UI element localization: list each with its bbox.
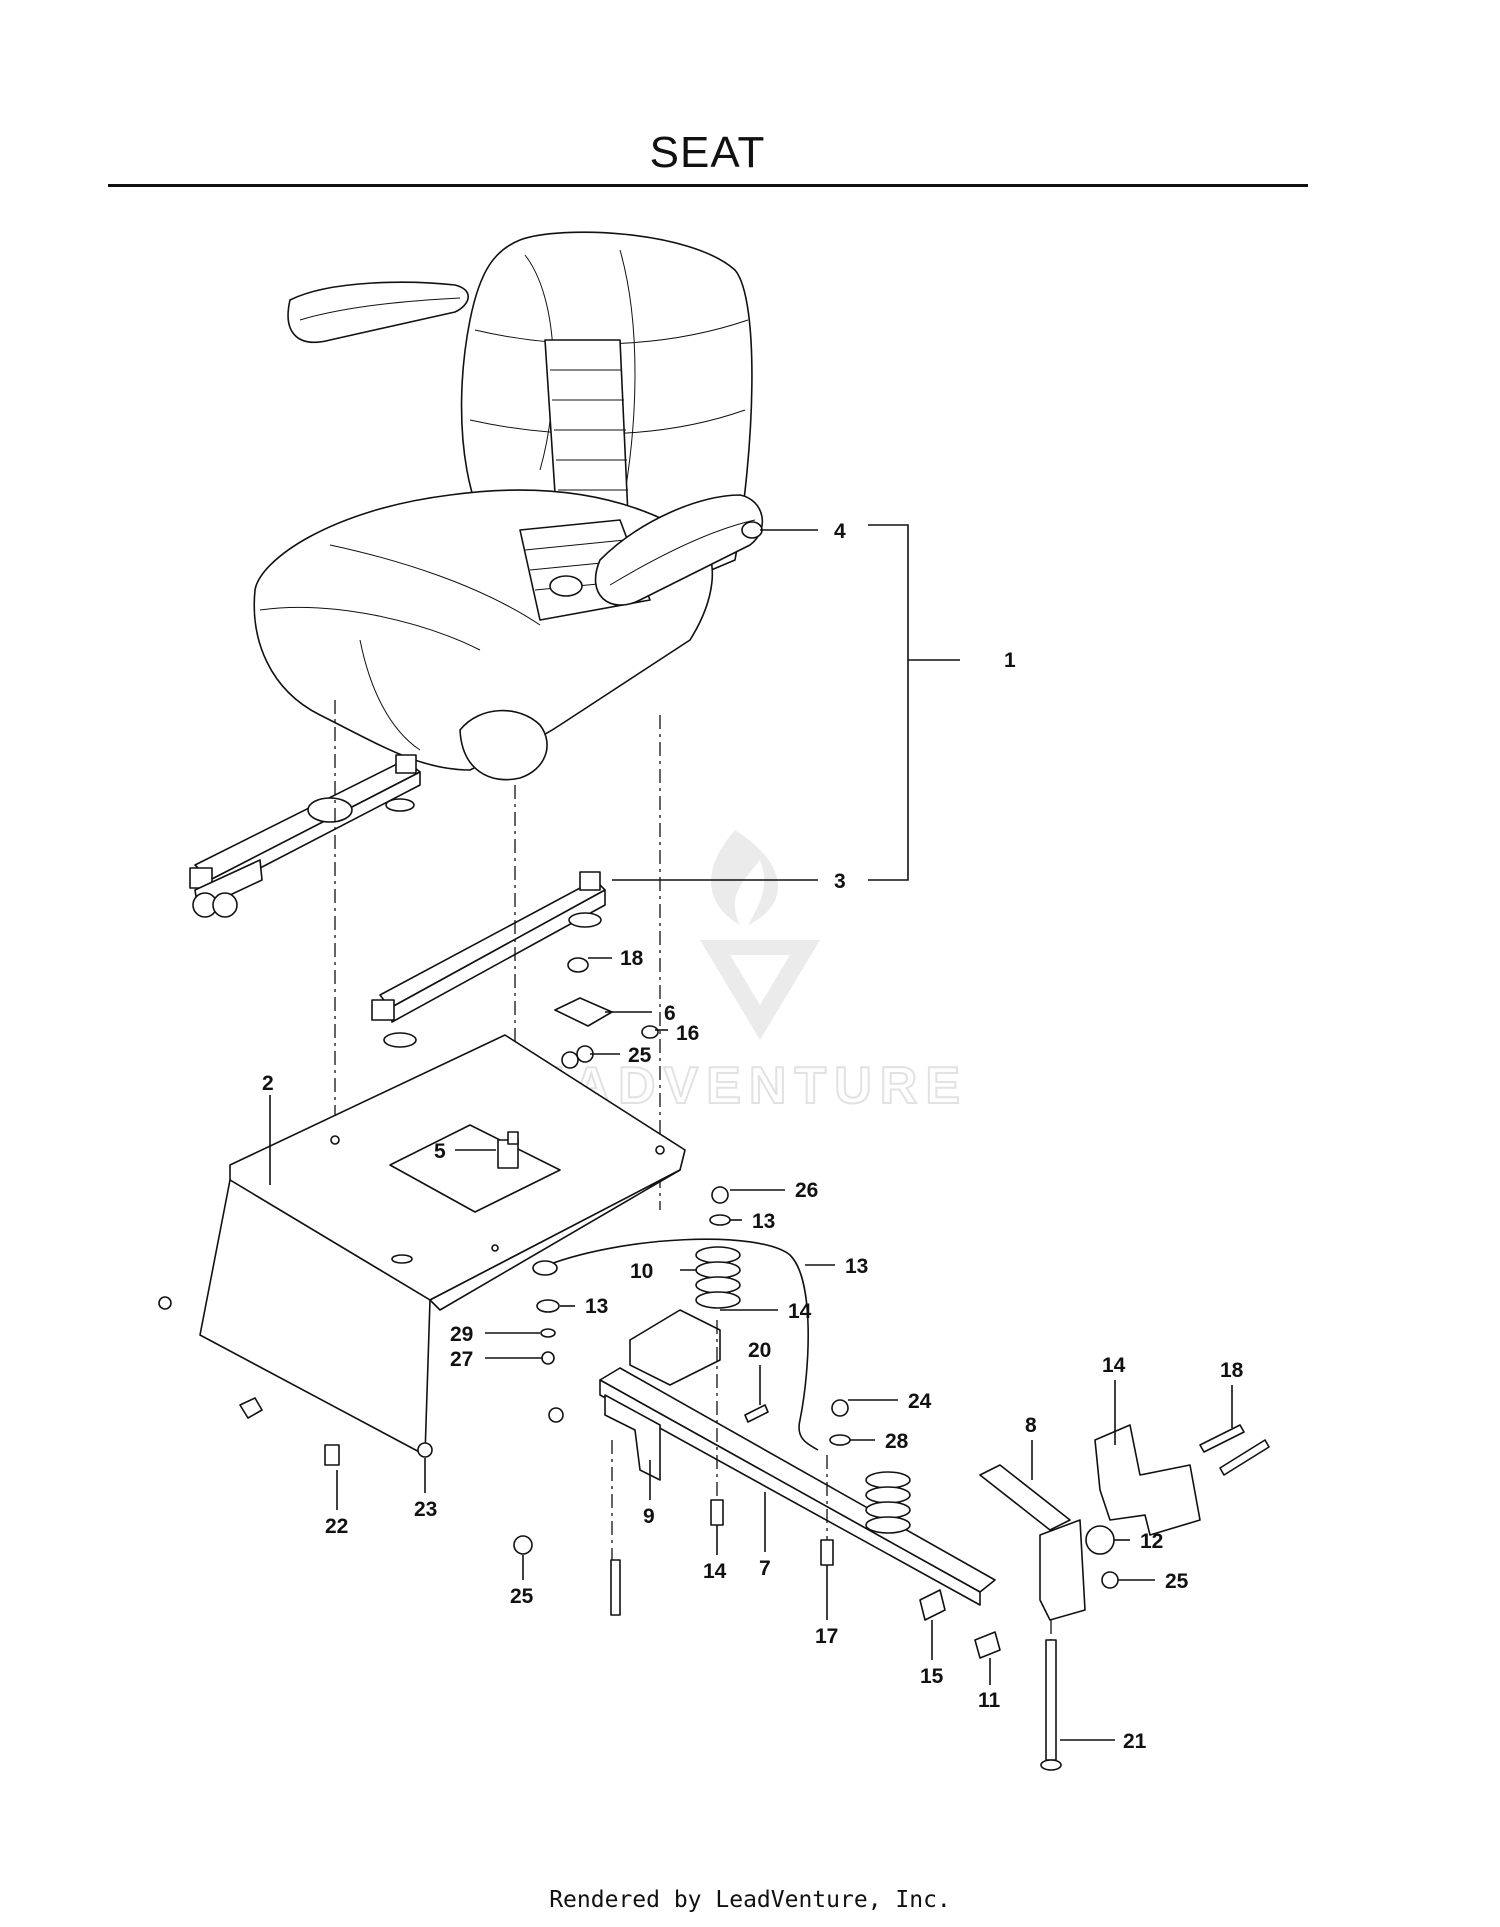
- nut-25-top: [561, 1051, 579, 1069]
- callout-3: 3: [834, 870, 846, 893]
- washer-13-top: [709, 1214, 731, 1226]
- callout-9: 9: [643, 1505, 655, 1528]
- callout-20: 20: [748, 1339, 771, 1362]
- bracket-8: [979, 1464, 1071, 1531]
- callout-25-bottom-left: 25: [510, 1585, 534, 1608]
- callout-13-cable: 13: [845, 1255, 868, 1278]
- bolt-18-right: [1199, 1424, 1245, 1453]
- callout-21: 21: [1123, 1730, 1147, 1753]
- callout-12: 12: [1140, 1530, 1163, 1553]
- callout-25-top: 25: [628, 1044, 652, 1067]
- callout-22: 22: [325, 1515, 348, 1538]
- seat-assembly: [253, 231, 764, 781]
- nut-25-right: [1101, 1571, 1119, 1589]
- beam-7: [599, 1367, 996, 1606]
- callout-29: 29: [450, 1323, 473, 1346]
- callout-16: 16: [676, 1022, 699, 1045]
- callout-28: 28: [885, 1430, 909, 1453]
- bracket-6: [554, 997, 613, 1027]
- callout-27: 27: [450, 1348, 473, 1371]
- callout-24: 24: [908, 1390, 932, 1413]
- callout-26: 26: [795, 1179, 818, 1202]
- page-title: SEAT: [649, 128, 766, 177]
- bolt-20: [744, 1404, 769, 1423]
- bolt-17: [820, 1539, 834, 1566]
- nut-left-pan: [158, 1296, 172, 1310]
- nut-25-bottom-left: [513, 1535, 533, 1555]
- carriage-bolt-18: [567, 957, 589, 973]
- callout-4: 4: [834, 520, 846, 543]
- callout-17: 17: [815, 1625, 838, 1648]
- callout-25-right: 25: [1165, 1570, 1189, 1593]
- bolt-22: [324, 1444, 340, 1466]
- callout-14-bracket-right: 14: [1102, 1354, 1126, 1377]
- nut-23: [417, 1442, 433, 1458]
- seat-switch: [497, 1131, 519, 1169]
- nut-beam-left: [548, 1407, 564, 1423]
- carriage-bolt-16: [641, 1025, 659, 1039]
- callout-13-washer-top: 13: [752, 1210, 775, 1233]
- clip-11: [974, 1631, 1001, 1659]
- callout-13-washer-left: 13: [585, 1295, 608, 1318]
- clip-15: [919, 1589, 946, 1621]
- callout-6: 6: [664, 1002, 676, 1025]
- nut-24: [831, 1399, 849, 1417]
- callout-11: 11: [978, 1689, 1001, 1712]
- nut-26: [711, 1186, 729, 1204]
- washer-13-left: [536, 1299, 560, 1313]
- nut-12: [1085, 1525, 1115, 1555]
- watermark-logo: [700, 830, 820, 1040]
- callout-5: 5: [434, 1140, 446, 1163]
- callout-7: 7: [759, 1557, 771, 1580]
- bolt-14-bottom: [710, 1499, 724, 1526]
- callout-15: 15: [920, 1665, 944, 1688]
- bolt-pan: [239, 1397, 263, 1419]
- callout-8: 8: [1025, 1414, 1037, 1437]
- seat-slide-rails: [189, 754, 606, 1048]
- seat-pan: [199, 1034, 686, 1456]
- callout-23: 23: [414, 1498, 437, 1521]
- title-rule: [108, 184, 1308, 187]
- cable-13: [539, 1238, 819, 1451]
- callout-14-bracket-left: 14: [788, 1300, 812, 1323]
- spring-10: [695, 1246, 741, 1309]
- footer-credit: Rendered by LeadVenture, Inc.: [549, 1887, 951, 1913]
- washer-28: [829, 1434, 851, 1446]
- bracket-14-left: [629, 1309, 721, 1386]
- callout-14-bottom: 14: [703, 1560, 727, 1583]
- leader-lines: [269, 524, 1233, 1741]
- callout-1: 1: [1004, 649, 1016, 672]
- callout-2: 2: [262, 1072, 274, 1095]
- callout-18-top: 18: [620, 947, 644, 970]
- callout-10: 10: [630, 1260, 653, 1283]
- bracket-14-right: [1094, 1424, 1201, 1536]
- washer-29: [540, 1328, 556, 1338]
- callout-18-right: 18: [1220, 1359, 1244, 1382]
- bolt-21: [1045, 1639, 1057, 1761]
- bolt-long-left: [610, 1559, 621, 1616]
- spring-right: [865, 1471, 911, 1534]
- nut-27: [541, 1351, 555, 1365]
